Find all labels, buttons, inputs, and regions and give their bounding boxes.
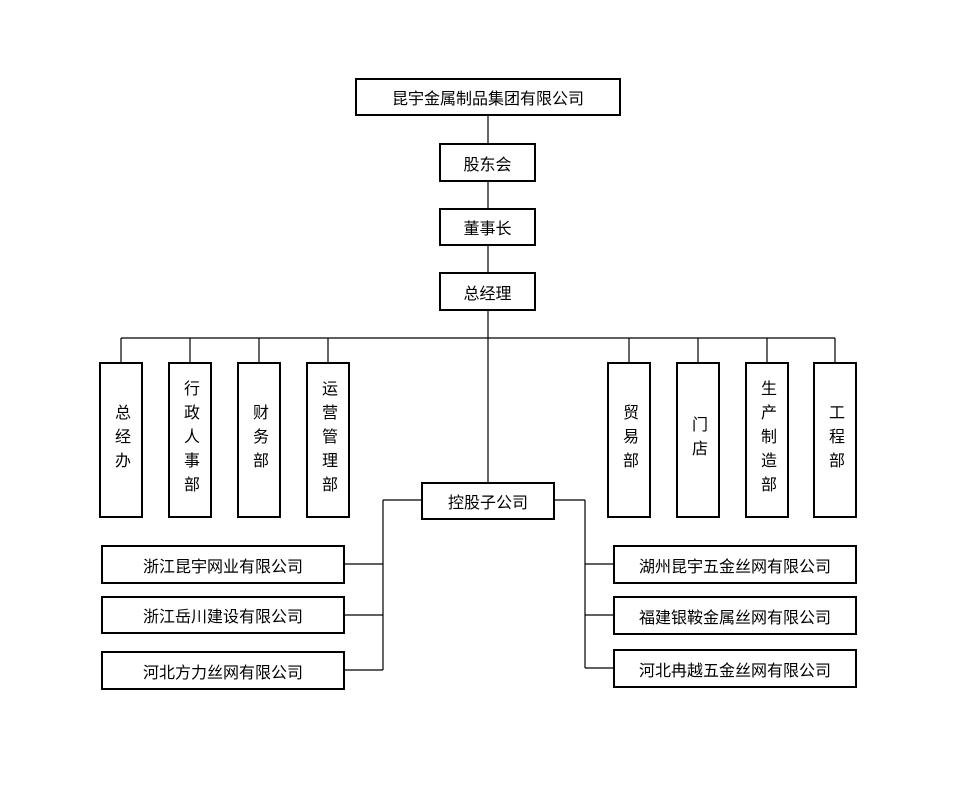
department-label: 财务部 xyxy=(250,404,269,476)
department-label: 门店 xyxy=(689,416,708,464)
shareholders-meeting-box: 股东会 xyxy=(439,143,536,182)
department-label: 总经办 xyxy=(112,404,131,476)
department-label: 贸易部 xyxy=(620,404,639,476)
subsidiary-label: 福建银鞍金属丝网有限公司 xyxy=(638,607,831,627)
department-label: 工程部 xyxy=(826,404,845,476)
department-label: 运营管理部 xyxy=(319,380,338,500)
department-label: 行政人事部 xyxy=(181,380,200,500)
department-box: 总经办 xyxy=(99,362,143,518)
subsidiary-label: 浙江岳川建设有限公司 xyxy=(142,607,303,626)
department-label: 生产制造部 xyxy=(758,380,777,500)
department-box: 工程部 xyxy=(813,362,857,518)
company-label: 昆宇金属制品集团有限公司 xyxy=(391,89,584,108)
subsidiary-box: 浙江岳川建设有限公司 xyxy=(101,596,345,634)
chairman-box: 董事长 xyxy=(439,208,536,246)
shareholders-meeting-label: 股东会 xyxy=(463,154,512,174)
subsidiary-box: 河北方力丝网有限公司 xyxy=(101,651,345,690)
holding-subsidiaries-label: 控股子公司 xyxy=(447,493,528,512)
subsidiary-label: 河北方力丝网有限公司 xyxy=(142,662,303,682)
subsidiary-label: 河北冉越五金丝网有限公司 xyxy=(638,660,831,680)
chairman-label: 董事长 xyxy=(463,219,512,238)
department-box: 运营管理部 xyxy=(306,362,350,518)
holding-subsidiaries-box: 控股子公司 xyxy=(421,482,555,520)
department-box: 行政人事部 xyxy=(168,362,212,518)
department-box: 财务部 xyxy=(237,362,281,518)
subsidiary-box: 河北冉越五金丝网有限公司 xyxy=(613,649,857,688)
general-manager-box: 总经理 xyxy=(439,272,536,311)
subsidiary-box: 湖州昆宇五金丝网有限公司 xyxy=(613,545,857,584)
subsidiary-label: 湖州昆宇五金丝网有限公司 xyxy=(638,556,831,576)
department-box: 贸易部 xyxy=(607,362,651,518)
department-box: 生产制造部 xyxy=(745,362,789,518)
subsidiary-box: 福建银鞍金属丝网有限公司 xyxy=(613,596,857,635)
subsidiary-box: 浙江昆宇网业有限公司 xyxy=(101,545,345,584)
company-box: 昆宇金属制品集团有限公司 xyxy=(355,78,621,116)
subsidiary-label: 浙江昆宇网业有限公司 xyxy=(142,556,303,576)
department-box: 门店 xyxy=(676,362,720,518)
general-manager-label: 总经理 xyxy=(463,283,512,303)
